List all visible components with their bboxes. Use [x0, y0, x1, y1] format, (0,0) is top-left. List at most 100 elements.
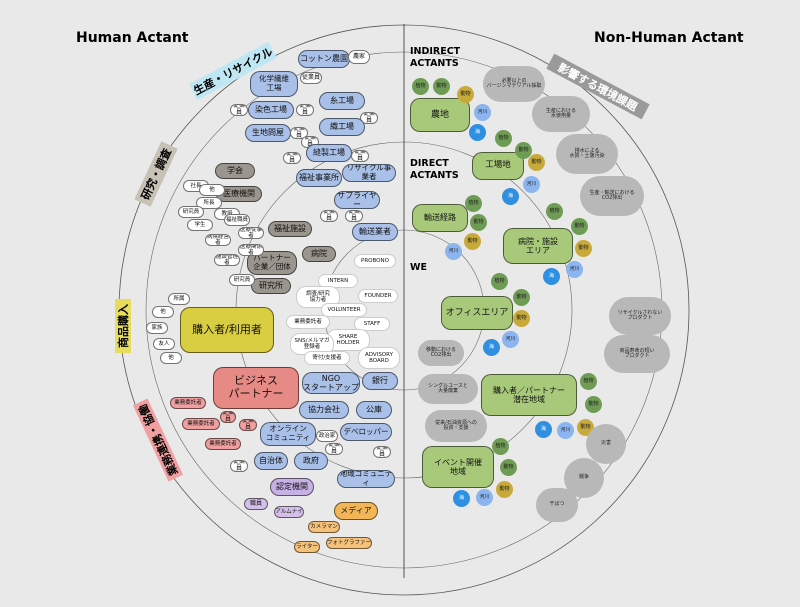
- ngo-startup-node: NGO スタートアップ: [302, 372, 360, 394]
- animal-dot: 動物: [571, 218, 588, 235]
- plant-dot: 植物: [412, 78, 429, 95]
- research-member-node: 医療従事者: [238, 227, 264, 239]
- environmental-issue-node: リサイクルされない プロダクト: [609, 297, 671, 335]
- contractor-node: 業務委託者: [170, 397, 206, 409]
- indirect-actants-label: INDIRECT ACTANTS: [410, 46, 461, 69]
- research-member-node: 研究員: [229, 274, 255, 286]
- employee-node: 従業員: [230, 460, 248, 472]
- animal-dot: 動物: [496, 481, 513, 498]
- we-label: WE: [410, 262, 427, 273]
- environmental-issue-node: 必要以上の バージンマテリアル採取: [483, 66, 545, 102]
- center-role-node: SHARE HOLDER: [326, 329, 370, 351]
- research-member-node: 施設管理者: [214, 254, 240, 266]
- purchase-member-node: 他: [152, 306, 174, 318]
- plant-dot: 植物: [495, 130, 512, 147]
- photographer-node: フォトグラファー: [326, 537, 372, 549]
- purchase-member-node: 他: [160, 352, 182, 364]
- welfare-facility-node: 福祉施設: [268, 221, 312, 237]
- environmental-issue-node: 生産・輸送における CO2排出: [580, 176, 644, 216]
- employee-node: 従業員: [345, 210, 363, 222]
- employee-node: 従業員: [300, 72, 322, 84]
- environmental-issue-node: 商品寿命の短い プロダクト: [604, 335, 670, 373]
- farmland-node: 農地: [410, 98, 470, 132]
- employee-node: 従業員: [320, 210, 338, 222]
- environmental-issue-node: 災害: [586, 424, 626, 464]
- animal-dot: 動物: [470, 214, 487, 231]
- office-area-node: オフィスエリア: [441, 296, 513, 330]
- center-role-node: FOUNDER: [358, 289, 398, 303]
- bank-node: 銀行: [362, 372, 398, 390]
- alumni-node: アルムナイ: [274, 506, 304, 518]
- plant-dot: 植物: [491, 273, 508, 290]
- plant-dot: 植物: [580, 373, 597, 390]
- business-partner-node: ビジネス パートナー: [213, 367, 299, 409]
- weaving-factory-node: 織工場: [319, 118, 365, 136]
- sea-dot: 海: [453, 490, 470, 507]
- cotton-farm-node: コットン農園: [298, 50, 350, 68]
- employee-node: 従業員: [373, 446, 391, 458]
- recycle-business-node: リサイクル事業者: [342, 164, 396, 182]
- sewing-factory-node: 縫製工場: [306, 144, 352, 162]
- human-actant-header: Human Actant: [76, 30, 189, 46]
- research-member-node: 研究員: [178, 206, 204, 218]
- cert-org-node: 認定機関: [270, 478, 314, 496]
- center-role-node: INTERN: [318, 274, 358, 288]
- research-member-node: 学生: [187, 219, 213, 231]
- public-corp-node: 公庫: [356, 401, 392, 419]
- employee-node: 従業員: [325, 443, 343, 455]
- research-member-node: 所長: [196, 197, 222, 209]
- factory-area-node: 工場地: [472, 152, 524, 180]
- welfare-office-node: 福祉事業所: [296, 169, 342, 187]
- center-role-node: 調査/研究 協力者: [296, 286, 340, 308]
- hospital-facility-area-node: 病院・施設 エリア: [503, 228, 573, 264]
- event-area-node: イベント開催 地域: [422, 446, 494, 488]
- center-role-node: VOLUNTEER: [321, 303, 367, 317]
- online-community-node: オンライン コミュニティ: [260, 422, 316, 446]
- hospital-node: 病院: [302, 246, 336, 262]
- local-community-node: 地域コミュニティ: [337, 470, 395, 488]
- buyer-partner-area-node: 購入者／パートナー 潜在地域: [481, 374, 577, 416]
- environmental-issue-node: 生産における 水使用量: [532, 96, 590, 132]
- center-role-node: STAFF: [354, 317, 390, 331]
- sea-dot: 海: [469, 124, 486, 141]
- river-dot: 河川: [523, 176, 540, 193]
- non-human-actant-header: Non-Human Actant: [594, 30, 744, 46]
- animal-dot: 動物: [464, 233, 481, 250]
- river-dot: 河川: [474, 104, 491, 121]
- purchase-member-node: 所属: [168, 293, 190, 305]
- employee-node: 従業員: [239, 419, 257, 431]
- research-member-node: 病院経営者: [205, 234, 231, 246]
- thread-factory-node: 糸工場: [319, 92, 365, 110]
- writer-node: ライター: [294, 541, 320, 553]
- sea-dot: 海: [543, 268, 560, 285]
- employee-node: 従業員: [230, 104, 248, 116]
- environmental-issue-node: 従来/石油資源への 投資・支援: [425, 410, 487, 442]
- research-member-node: 他: [199, 184, 225, 196]
- center-role-node: PROBONO: [354, 254, 396, 268]
- animal-dot: 動物: [513, 310, 530, 327]
- animal-dot: 動物: [457, 86, 474, 103]
- animal-dot: 動物: [515, 142, 532, 159]
- employee-node: 従業員: [220, 411, 236, 423]
- research-institute-node: 研究所: [251, 278, 291, 294]
- river-dot: 河川: [445, 243, 462, 260]
- environmental-issue-node: 排水による 水質・土壌汚染: [556, 134, 618, 174]
- developer-node: デベロッパー: [340, 423, 392, 441]
- purchase-member-node: 友人: [153, 338, 175, 350]
- sea-dot: 海: [535, 421, 552, 438]
- environmental-issue-node: 干ばつ: [536, 488, 578, 522]
- politician-node: 政治家: [316, 430, 338, 442]
- chem-fiber-factory-node: 化学繊維 工場: [250, 71, 298, 97]
- staff-node: 職員: [244, 498, 268, 510]
- contractor-node: 業務委託者: [182, 418, 220, 430]
- municipality-node: 自治体: [254, 452, 288, 470]
- academic-society-node: 学会: [215, 163, 255, 179]
- river-dot: 河川: [566, 261, 583, 278]
- employee-node: 従業員: [296, 104, 314, 116]
- direct-actants-label: DIRECT ACTANTS: [410, 158, 459, 181]
- sea-dot: 海: [502, 188, 519, 205]
- environmental-issue-node: シングルユースと 大量廃棄: [418, 374, 478, 404]
- employee-node: 従業員: [351, 150, 369, 162]
- cooperating-company-node: 協力会社: [299, 401, 349, 419]
